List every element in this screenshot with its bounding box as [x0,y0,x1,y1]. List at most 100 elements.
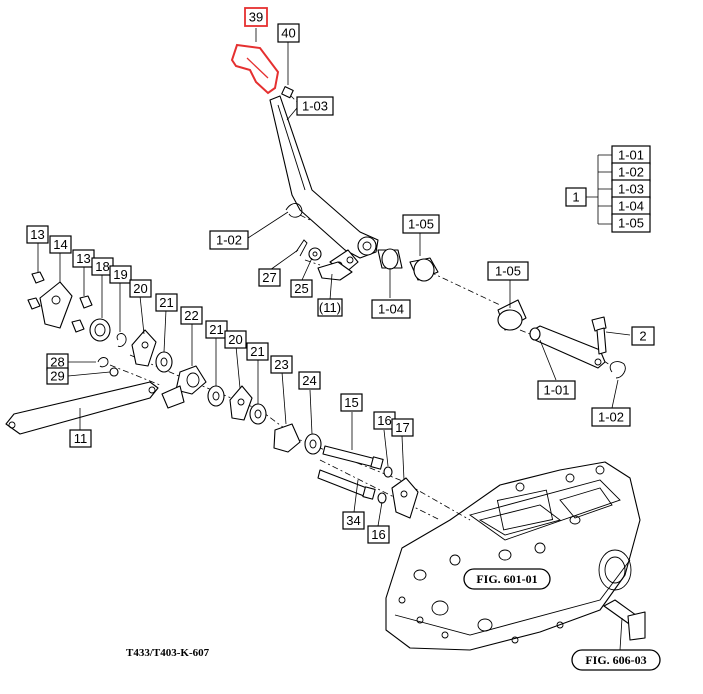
callout-21-a: 21 [155,293,178,312]
svg-text:1-02: 1-02 [618,165,644,180]
callout-27: 27 [258,268,281,287]
group-key-1: 1 [565,187,587,207]
callout-22: 22 [180,306,203,325]
part-27-pin [295,239,308,257]
svg-text:28: 28 [50,355,64,370]
svg-text:23: 23 [274,357,288,372]
svg-text:20: 20 [133,281,147,296]
svg-text:13: 13 [30,227,44,242]
callout-13-b: 13 [72,249,95,268]
drawing-code: T433/T403-K-607 [126,647,210,659]
part-21-washer-a [155,351,173,373]
svg-text:40: 40 [281,26,295,41]
part-40-screw [281,86,294,99]
part-1-02-clip-lower [609,361,626,379]
svg-text:11: 11 [74,431,88,446]
housing-assembly [385,461,646,651]
callout-1-01: 1-01 [537,380,576,400]
callout-21-b: 21 [205,320,228,339]
svg-text:1: 1 [572,190,579,205]
callout-14: 14 [49,235,72,254]
svg-text:(11): (11) [319,300,341,315]
callout-1-02-lower: 1-02 [591,407,631,427]
part-23-lever [273,423,301,453]
part-15-bolt [322,445,384,470]
svg-text:1-05: 1-05 [618,216,644,231]
group-key-1-05: 1-05 [611,213,651,233]
svg-text:1-01: 1-01 [543,383,569,398]
part-16-washer-a [383,466,393,478]
callout-2: 2 [631,326,655,346]
callout-13-a: 13 [26,225,49,244]
part-39-grip [230,43,280,95]
callout-34: 34 [342,511,365,530]
callout-17: 17 [391,418,414,437]
fig-ref-601-01[interactable]: FIG. 601-01 [463,568,551,590]
callout-39[interactable]: 39 [244,7,268,27]
part-25-washer [308,247,322,261]
part-13-nut-b [79,295,93,309]
svg-text:34: 34 [346,513,360,528]
callout-24: 24 [298,371,321,390]
callout-20-a: 20 [129,279,152,298]
svg-text:1-02: 1-02 [216,233,242,248]
svg-text:FIG. 601-01: FIG. 601-01 [476,572,537,586]
svg-text:17: 17 [395,420,409,435]
callout-39-text: 39 [249,10,263,25]
svg-text:1-04: 1-04 [618,199,644,214]
part-1-03-lever [269,95,379,274]
leader-lines [37,28,631,527]
callout-18: 18 [91,257,114,276]
svg-text:1-05: 1-05 [408,217,434,232]
svg-text:21: 21 [159,295,173,310]
svg-text:1-04: 1-04 [378,302,404,317]
svg-text:13: 13 [76,251,90,266]
svg-text:2: 2 [639,329,646,344]
svg-text:1-01: 1-01 [618,148,644,163]
callout-11: 11 [69,429,92,448]
svg-text:29: 29 [50,369,64,384]
part-1-01-shaft [529,325,606,369]
callout-11-paren: (11) [317,298,343,317]
svg-text:1-05: 1-05 [495,264,521,279]
svg-text:22: 22 [184,308,198,323]
part-29-washer [109,367,119,377]
callout-28: 28 [46,353,69,371]
callout-29: 29 [46,367,69,385]
fig-ref-606-03[interactable]: FIG. 606-03 [571,649,661,671]
svg-text:FIG. 606-03: FIG. 606-03 [585,653,646,667]
svg-text:1-03: 1-03 [302,99,328,114]
part-1-05-bushing-lower [497,299,527,331]
svg-text:1-02: 1-02 [598,410,624,425]
svg-text:25: 25 [294,281,308,296]
callout-1-03: 1-03 [296,96,334,116]
svg-text:18: 18 [95,259,109,274]
part-24-washer [304,433,322,455]
callout-1-05-upper: 1-05 [402,214,440,234]
part-1-04-bushing [377,248,403,270]
part-17-plate [391,477,419,519]
part-13-nut-lower [27,297,41,310]
svg-text:24: 24 [302,373,316,388]
callout-1-04: 1-04 [371,299,411,319]
callout-19: 19 [109,265,132,284]
part-11-link-rod [5,381,159,435]
svg-text:27: 27 [262,270,276,285]
part-21-washer-b [207,385,225,407]
part-13-nut-c [71,319,85,333]
svg-text:21: 21 [250,344,264,359]
svg-text:16: 16 [371,527,385,542]
group-key-1-03: 1-03 [611,179,651,199]
callout-15: 15 [340,393,363,412]
svg-text:16: 16 [377,413,391,428]
part-13-nut-upper [31,271,45,284]
part-34-bolt [317,469,376,500]
part-2-bolt [591,316,607,355]
callout-1-02-upper: 1-02 [209,230,249,250]
callout-16-b: 16 [367,525,390,544]
part-21-washer-c [249,403,267,425]
part-11-link-end [317,261,353,281]
part-18-bushing [89,318,111,342]
